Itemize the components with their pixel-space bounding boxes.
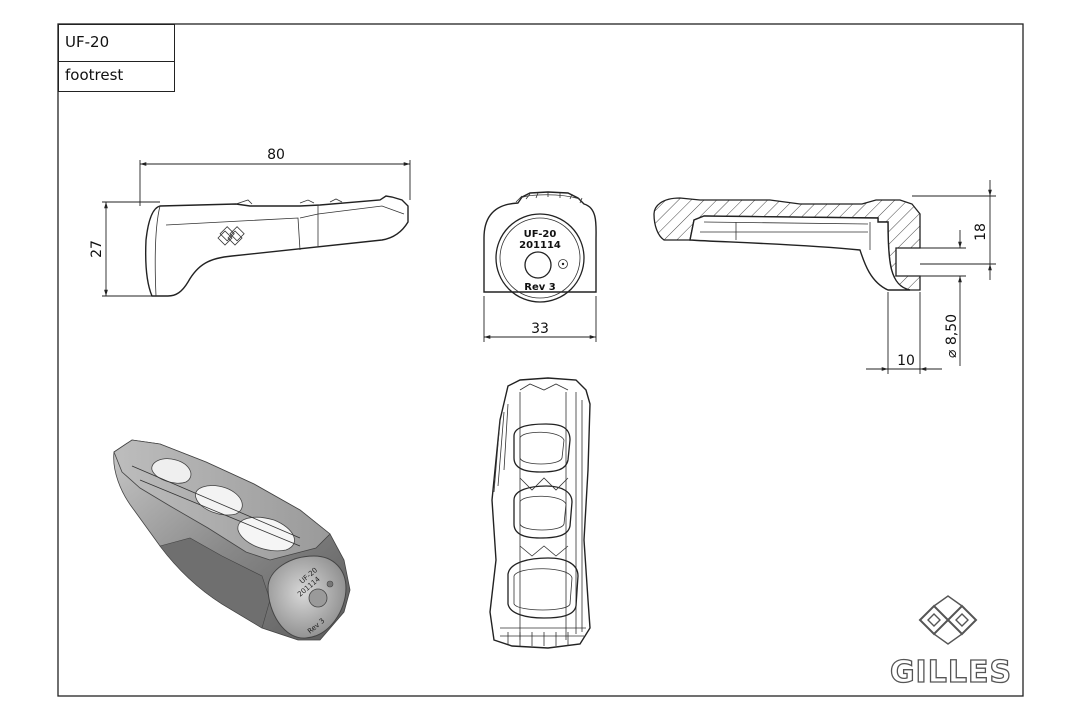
part-marking-line2: 201114 — [519, 240, 561, 251]
isometric-render: UF-20 201114 Rev 3 — [113, 439, 351, 641]
section-view: 18 ⌀ 8,50 10 — [653, 180, 996, 374]
dim-length-80: 80 — [267, 147, 285, 163]
title-block-part-number: UF-20 — [58, 24, 175, 62]
front-view: UF-20 201114 Rev 3 33 — [483, 191, 597, 342]
gilles-emblem-icon — [918, 595, 978, 645]
brand-name: GILLES — [890, 655, 1012, 690]
dim-offset-10: 10 — [897, 353, 915, 369]
side-view: 80 27 — [89, 147, 411, 297]
title-block-description: footrest — [58, 61, 175, 92]
dim-diameter-8-50: ⌀ 8,50 — [944, 314, 960, 358]
dim-depth-18: 18 — [973, 223, 989, 241]
gilles-emblem-icon — [217, 226, 245, 246]
dim-height-27: 27 — [89, 240, 105, 258]
part-marking-line1: UF-20 — [524, 229, 557, 240]
brand-logo: GILLES — [889, 595, 1012, 691]
top-view — [489, 377, 591, 649]
dim-width-33: 33 — [531, 321, 549, 337]
drawing-border — [57, 23, 1024, 697]
part-marking-line3: Rev 3 — [524, 282, 555, 293]
